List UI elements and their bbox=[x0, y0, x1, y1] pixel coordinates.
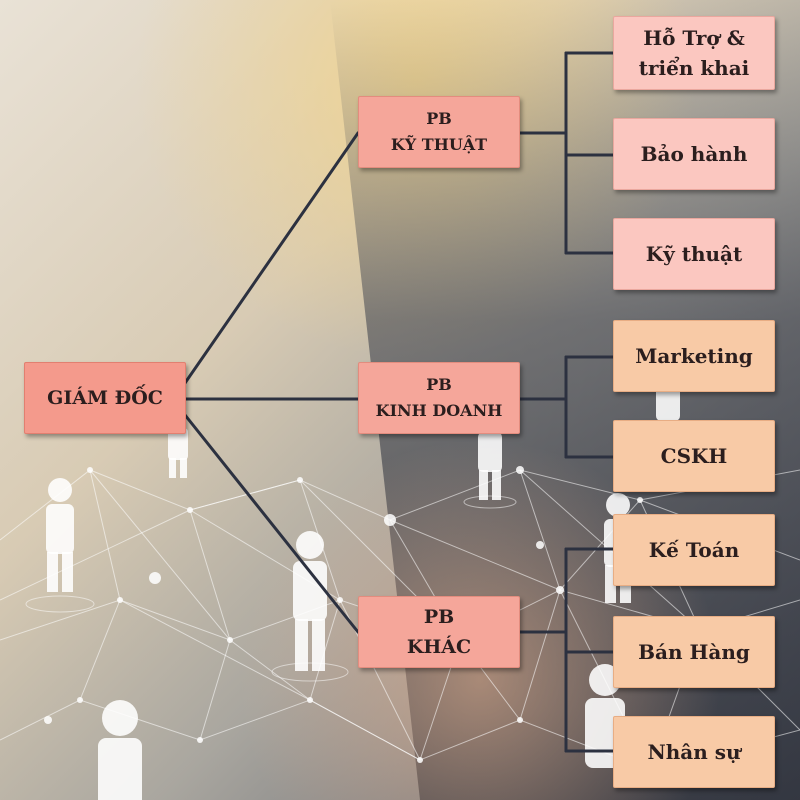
connector-root-dept3 bbox=[183, 413, 360, 634]
node-cskh: CSKH bbox=[613, 420, 775, 492]
node-pb-kinh-doanh: PB KINH DOANH bbox=[358, 362, 520, 434]
node-marketing: Marketing bbox=[613, 320, 775, 392]
node-ban-hang: Bán Hàng bbox=[613, 616, 775, 688]
connector-root-dept1 bbox=[183, 131, 360, 385]
leaf-label: Kế Toán bbox=[648, 538, 740, 562]
node-ke-toan: Kế Toán bbox=[613, 514, 775, 586]
dept-label-line2: KINH DOANH bbox=[375, 401, 503, 420]
node-giam-doc-label: GIÁM ĐỐC bbox=[47, 387, 163, 409]
dept-label-line1: PB bbox=[423, 606, 455, 628]
dept-label-line2: KHÁC bbox=[406, 636, 472, 658]
leaf-label-line2: triển khai bbox=[638, 56, 750, 80]
node-ky-thuat: Kỹ thuật bbox=[613, 218, 775, 290]
leaf-label: Bán Hàng bbox=[638, 640, 750, 664]
dept-label-line1: PB bbox=[426, 109, 452, 128]
dept-label-line1: PB bbox=[426, 375, 452, 394]
node-nhan-su: Nhân sự bbox=[613, 716, 775, 788]
leaf-label: Nhân sự bbox=[647, 740, 741, 764]
node-bao-hanh: Bảo hành bbox=[613, 118, 775, 190]
leaf-label-line1: Hỗ Trợ & bbox=[643, 26, 745, 50]
leaf-label: CSKH bbox=[660, 444, 728, 468]
node-giam-doc: GIÁM ĐỐC bbox=[24, 362, 186, 434]
dept-label-line2: KỸ THUẬT bbox=[390, 135, 488, 154]
leaf-label: Marketing bbox=[635, 344, 753, 368]
node-ho-tro-trien-khai: Hỗ Trợ & triển khai bbox=[613, 16, 775, 90]
leaf-label: Bảo hành bbox=[640, 142, 748, 166]
node-pb-khac: PB KHÁC bbox=[358, 596, 520, 668]
node-pb-ky-thuat: PB KỸ THUẬT bbox=[358, 96, 520, 168]
leaf-label: Kỹ thuật bbox=[645, 242, 743, 266]
